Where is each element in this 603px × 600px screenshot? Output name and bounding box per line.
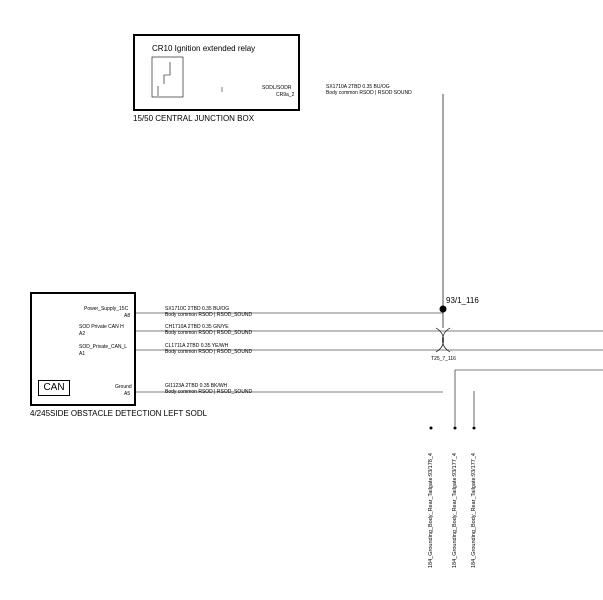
junction-label: 93/1_116 bbox=[446, 296, 479, 305]
relay-contact bbox=[157, 62, 171, 96]
top-wire-label-2: Body common RSOD | RSOD SOUND bbox=[326, 90, 412, 96]
junction-dot bbox=[439, 305, 447, 313]
ground-dot-3 bbox=[472, 426, 476, 430]
relay-symbol bbox=[151, 56, 184, 98]
relay-box bbox=[133, 34, 300, 111]
wire-label-power-2: Body common RSOD | RSOD_SOUND bbox=[165, 312, 253, 318]
wire-label-canl-2: Body common RSOD | RSOD_SOUND bbox=[165, 349, 253, 355]
ground-label-2: 184_Grounding_Body_Rear_Tailgate:93/177_… bbox=[452, 453, 458, 568]
pin3-id: A1 bbox=[79, 351, 86, 357]
relay-pin-bottom: CR9a_2 bbox=[276, 92, 295, 98]
wire-label-canh-2: Body common RSOD | RSOD_SOUND bbox=[165, 330, 253, 336]
pin1-name: Power_Supply_15C bbox=[84, 306, 129, 312]
top-wire-label-1: SX1710A 2TBD 0.35 BU/OG bbox=[326, 84, 390, 90]
wire-label-canl-1: CL1711A 2TBD 0.35 YE/WH bbox=[165, 343, 229, 349]
wire-label-ground-2: Body common RSOD | RSOD_SOUND bbox=[165, 389, 253, 395]
module-box bbox=[30, 292, 136, 406]
twist-symbol bbox=[435, 327, 451, 353]
ground-label-3: 184_Grounding_Body_Rear_Tailgate:93/177_… bbox=[471, 453, 477, 568]
wire-label-canh-1: CH1710A 2TBD 0.35 GN/YE bbox=[165, 324, 229, 330]
relay-pin-top: SODL/SODR bbox=[262, 85, 292, 91]
ground-dot-2 bbox=[453, 426, 457, 430]
twist-label: T25_7_116 bbox=[431, 356, 456, 362]
can-box: CAN bbox=[38, 380, 70, 396]
pin4-name: Ground bbox=[115, 384, 132, 390]
pin3-name: SOD_Private_CAN_L bbox=[79, 344, 128, 350]
wire-label-power-1: SX1710C 2TBD 0.35 BU/OG bbox=[165, 306, 230, 312]
ground-label-1: 184_Grounding_Body_Rear_Tailgate:93/178_… bbox=[428, 453, 434, 568]
pin2-name: SOD Private CAN H bbox=[79, 324, 124, 330]
can-label: CAN bbox=[43, 382, 65, 393]
pin2-id: A2 bbox=[79, 331, 86, 337]
relay-title: CR10 Ignition extended relay bbox=[152, 44, 256, 53]
relay-caption: 15/50 CENTRAL JUNCTION BOX bbox=[133, 114, 255, 123]
wire-label-ground-1: GI1123A 2TBD 0.35 BK/WH bbox=[165, 383, 228, 389]
pin1-id: A8 bbox=[124, 313, 131, 319]
pin4-id: A5 bbox=[124, 391, 131, 397]
module-caption: 4/245SIDE OBSTACLE DETECTION LEFT SODL bbox=[30, 409, 208, 418]
ground-dot-1 bbox=[429, 426, 433, 430]
